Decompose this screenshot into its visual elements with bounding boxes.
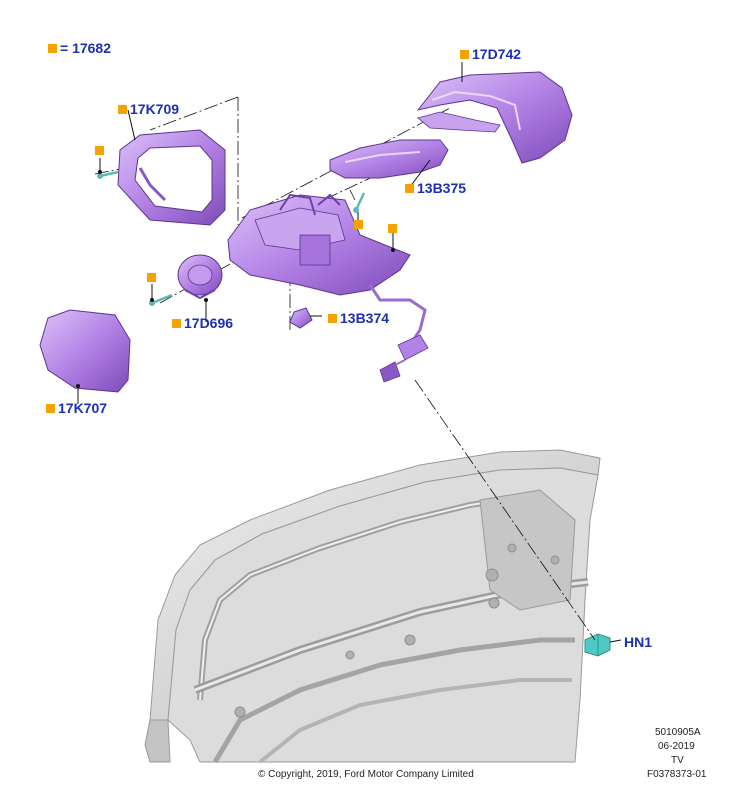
marker-mirror-base bbox=[388, 224, 397, 233]
puddle-lamp bbox=[289, 307, 313, 329]
footer-fig: F0378373-01 bbox=[647, 769, 707, 780]
housing-bracket bbox=[329, 139, 449, 179]
mirror-bezel bbox=[117, 129, 226, 226]
marker-actuator-screw bbox=[147, 273, 156, 282]
marker-bezel-screw bbox=[95, 146, 104, 155]
legend-equals: = bbox=[60, 40, 69, 56]
housing-screw bbox=[353, 192, 366, 213]
bezel-screw bbox=[97, 170, 119, 179]
marker-housing-screw bbox=[354, 220, 363, 229]
footer-ref: 5010905A bbox=[655, 727, 701, 738]
leader-lines bbox=[77, 62, 622, 643]
callout-17d742: 17D742 bbox=[460, 46, 521, 62]
callout-hn1: HN1 bbox=[624, 634, 653, 650]
callout-17d696: 17D696 bbox=[172, 315, 233, 331]
copyright: © Copyright, 2019, Ford Motor Company Li… bbox=[258, 769, 474, 780]
hn1-connector bbox=[584, 633, 611, 657]
callout-13b375: 13B375 bbox=[405, 180, 466, 196]
callout-13b374: 13B374 bbox=[328, 310, 389, 326]
footer-date: 06-2019 bbox=[658, 741, 695, 752]
mirror-base bbox=[227, 193, 429, 383]
callout-17k707: 17K707 bbox=[46, 400, 107, 416]
legend: = 17682 bbox=[48, 40, 111, 56]
mirror-cap bbox=[416, 71, 573, 164]
door-frame bbox=[144, 449, 601, 764]
legend-code: 17682 bbox=[72, 40, 112, 56]
callout-17k709: 17K709 bbox=[118, 101, 179, 117]
mirror-glass bbox=[39, 309, 131, 393]
actuator-screw bbox=[149, 293, 173, 306]
mirror-actuator bbox=[177, 254, 223, 300]
legend-marker bbox=[48, 44, 57, 53]
footer-tag: TV bbox=[671, 755, 684, 766]
